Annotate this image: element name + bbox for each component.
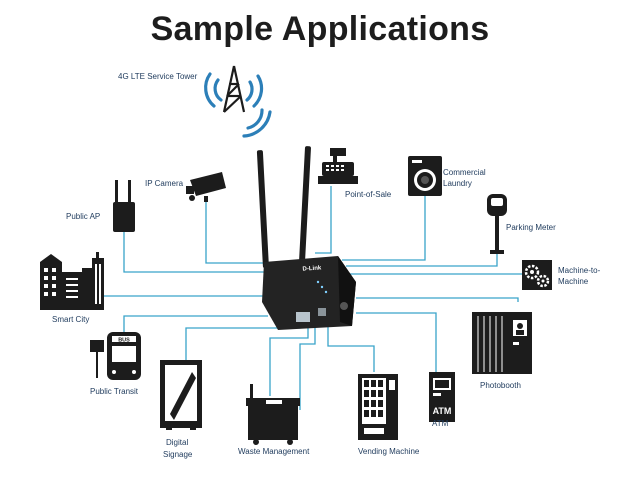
- label-photobooth: Photobooth: [480, 381, 521, 390]
- label-signage-line-1: Digital: [166, 438, 189, 447]
- line-ip-camera: [205, 196, 272, 264]
- line-waste: [269, 322, 309, 396]
- point-of-sale-icon: [318, 148, 358, 184]
- gears-icon: [522, 260, 552, 290]
- label-point-of-sale: Point-of-Sale: [345, 190, 392, 199]
- ip-camera-icon: [186, 172, 226, 202]
- bus-icon: BUS: [90, 332, 141, 380]
- photobooth-icon: [472, 312, 532, 374]
- digital-signage-icon: [160, 360, 202, 430]
- label-ip-camera: IP Camera: [145, 179, 184, 188]
- line-transit: [123, 315, 268, 342]
- lte-tower-icon: [204, 65, 272, 138]
- label-public-ap: Public AP: [66, 212, 101, 221]
- line-vending: [327, 322, 375, 372]
- parking-meter-icon: [487, 194, 507, 254]
- label-m2m-line-1: Machine-to-: [558, 266, 601, 275]
- line-photobooth: [356, 297, 519, 302]
- city-skyline-icon: [40, 252, 104, 310]
- label-waste-management: Waste Management: [238, 447, 310, 456]
- atm-icon: ATM: [429, 372, 455, 422]
- washing-machine-icon: [408, 156, 442, 196]
- router-icon: [256, 146, 356, 330]
- label-public-transit: Public Transit: [90, 387, 139, 396]
- label-vending-machine: Vending Machine: [358, 447, 420, 456]
- label-lte-tower: 4G LTE Service Tower: [118, 72, 198, 81]
- public-ap-icon: [113, 180, 135, 232]
- line-parking-meter: [346, 250, 498, 267]
- label-smart-city: Smart City: [52, 315, 90, 324]
- label-laundry-line-1: Commercial: [443, 168, 486, 177]
- bus-sign-text: BUS: [118, 338, 130, 344]
- label-laundry-line-2: Laundry: [443, 179, 472, 188]
- label-parking-meter: Parking Meter: [506, 223, 556, 232]
- line-public-ap: [123, 232, 268, 273]
- line-atm: [356, 312, 437, 372]
- atm-sign-text: ATM: [433, 406, 452, 416]
- waste-bin-icon: [246, 384, 300, 445]
- page-title: Sample Applications: [150, 10, 490, 48]
- router-brand: D-Link: [302, 265, 322, 272]
- label-atm: ATM: [432, 419, 449, 428]
- vending-machine-icon: [358, 374, 398, 440]
- label-m2m-line-2: Machine: [558, 277, 589, 286]
- label-signage-line-2: Signage: [163, 450, 193, 459]
- line-point-of-sale: [315, 186, 332, 254]
- line-waste-2: [299, 322, 316, 410]
- line-laundry: [342, 196, 426, 261]
